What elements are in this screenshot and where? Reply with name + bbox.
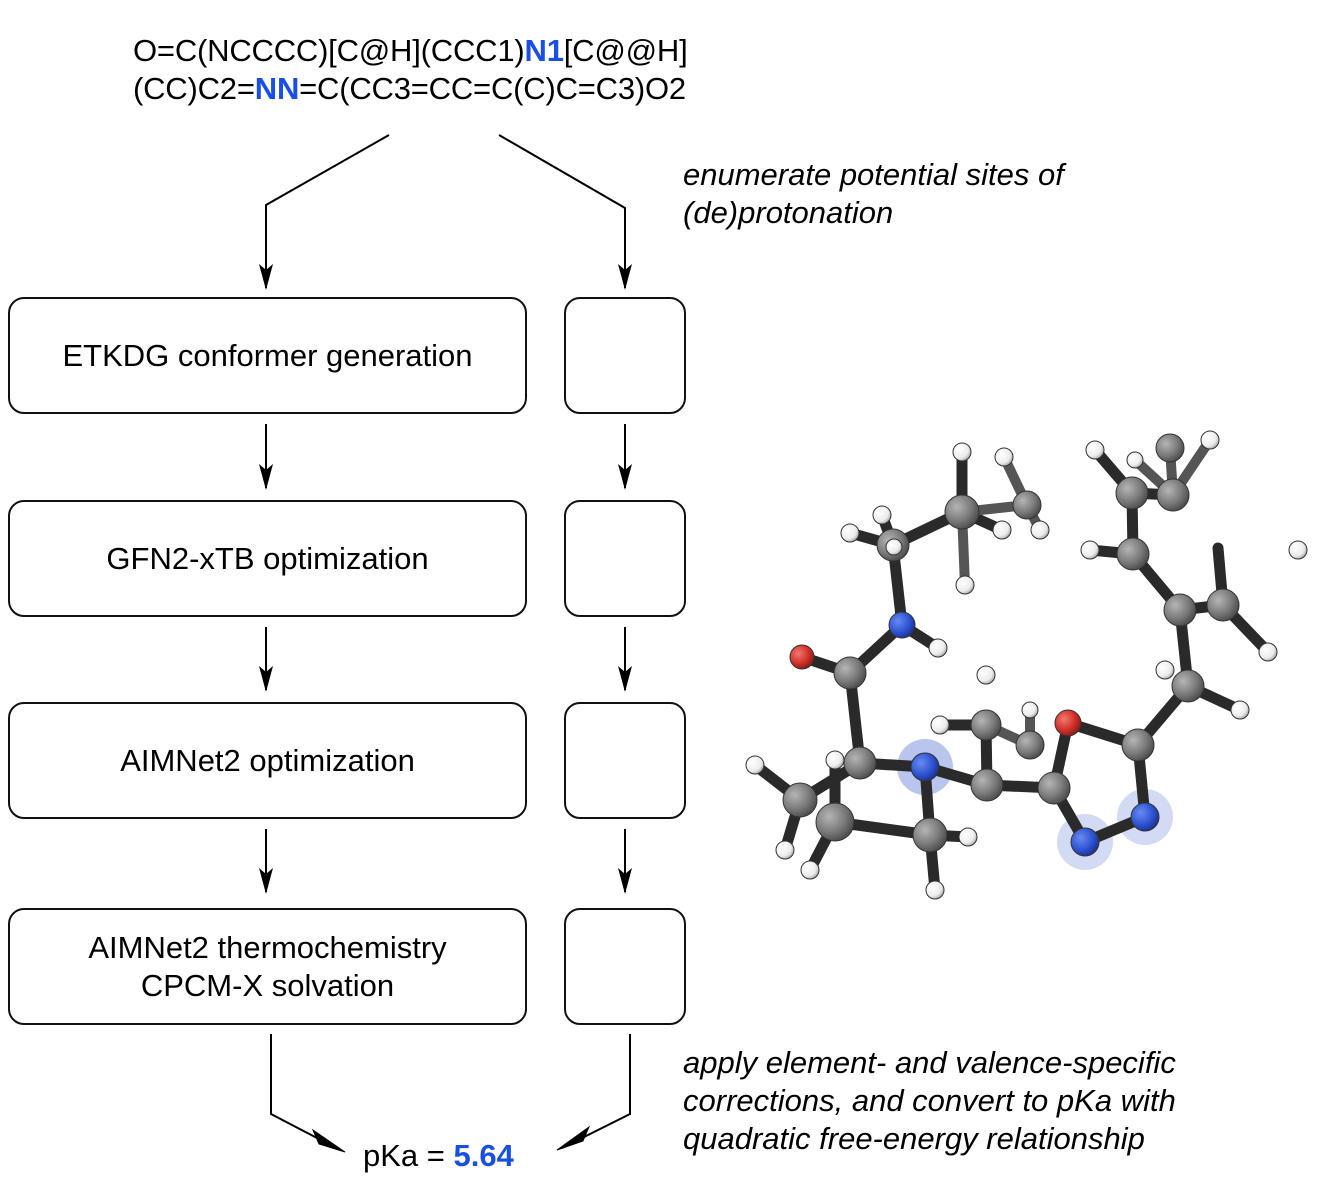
atom-carbon — [843, 746, 877, 780]
step-aimnet2-opt-box: AIMNet2 optimization — [8, 702, 527, 819]
atom-hydrogen — [1080, 540, 1100, 560]
atom-oxygen — [1054, 709, 1082, 737]
arrow-split-right — [498, 134, 626, 288]
atom-carbon — [912, 817, 948, 853]
atom-hydrogen — [1126, 451, 1144, 469]
atom-hydrogen — [1030, 520, 1050, 540]
atom-carbon — [815, 802, 855, 842]
atom-carbon — [1015, 730, 1045, 760]
atom-hydrogen — [928, 638, 948, 658]
atom-carbon — [1156, 478, 1190, 512]
atom-hydrogen — [976, 665, 996, 685]
arrow-merge-left — [270, 1034, 341, 1151]
smiles-line1-part: [C@@H] — [563, 33, 688, 68]
step-gfn2-box: GFN2-xTB optimization — [8, 500, 527, 617]
smiles-string: O=C(NCCCC)[C@H](CCC1)N1[C@@H] (CC)C2=NN=… — [133, 32, 688, 108]
atom-carbon — [1037, 771, 1071, 805]
molecule-3d-model — [745, 430, 1308, 900]
atom-hydrogen — [800, 860, 820, 880]
atom-carbon — [944, 494, 980, 530]
atom-hydrogen — [930, 715, 950, 735]
atom-hydrogen — [1288, 540, 1308, 560]
step-label: GFN2-xTB optimization — [106, 540, 429, 576]
atom-hydrogen — [825, 750, 845, 770]
atom-nitrogen — [1070, 827, 1100, 857]
side-step-box — [564, 297, 686, 414]
atom-nitrogen — [910, 752, 940, 782]
arrowhead — [259, 264, 273, 290]
annotation-corrections: apply element- and valence-specific corr… — [683, 1045, 1176, 1156]
atom-hydrogen — [1230, 700, 1250, 720]
step-label: AIMNet2 optimization — [120, 742, 415, 778]
step-etkdg-box: ETKDG conformer generation — [8, 297, 527, 414]
atom-hydrogen — [994, 447, 1014, 467]
atom-hydrogen — [1258, 642, 1278, 662]
atom-carbon — [1116, 537, 1150, 571]
step-label-line2: CPCM-X solvation — [140, 967, 395, 1003]
pka-value: 5.64 — [453, 1138, 514, 1173]
atoms — [745, 430, 1308, 900]
atom-carbon — [782, 782, 818, 818]
atom-hydrogen — [952, 442, 972, 462]
pka-result: pKa = 5.64 — [363, 1137, 514, 1175]
smiles-line2-part: (CC)C2= — [133, 71, 255, 106]
atom-oxygen — [789, 644, 815, 670]
atom-carbon — [1163, 593, 1197, 627]
atom-carbon — [1115, 476, 1149, 510]
atom-hydrogen — [775, 840, 795, 860]
pka-label: pKa = — [363, 1138, 454, 1173]
annotation-enumerate-sites: enumerate potential sites of (de)protona… — [683, 157, 1064, 230]
atom-carbon — [1171, 669, 1205, 703]
atom-carbon — [1012, 490, 1042, 520]
atom-carbon — [1121, 728, 1155, 762]
atom-hydrogen — [872, 505, 892, 525]
side-step-box — [564, 702, 686, 819]
atom-carbon — [833, 656, 867, 690]
step-label: ETKDG conformer generation — [62, 337, 473, 373]
atom-hydrogen — [925, 880, 945, 900]
atom-hydrogen — [885, 538, 903, 556]
atom-hydrogen — [992, 520, 1012, 540]
atom-hydrogen — [745, 755, 765, 775]
atom-nitrogen — [888, 611, 916, 639]
arrow-split-left — [265, 134, 390, 288]
smiles-line2-part: =C(CC3=CC=C(C)C=C3)O2 — [299, 71, 686, 106]
atom-hydrogen — [1200, 430, 1220, 450]
side-step-box — [564, 908, 686, 1025]
smiles-highlight-n1: N1 — [524, 33, 564, 68]
atom-hydrogen — [840, 523, 860, 543]
atom-hydrogen — [1085, 440, 1105, 460]
atom-carbon — [970, 709, 1002, 741]
atom-nitrogen — [1130, 802, 1160, 832]
side-step-box — [564, 500, 686, 617]
atom-hydrogen — [1155, 660, 1175, 680]
smiles-line1-part: O=C(NCCCC)[C@H](CCC1) — [133, 33, 525, 68]
atom-carbon — [1155, 433, 1185, 463]
atom-hydrogen — [1021, 701, 1039, 719]
smiles-highlight-nn: NN — [254, 71, 300, 106]
atom-hydrogen — [958, 827, 978, 847]
atom-carbon — [970, 768, 1004, 802]
step-label-line1: AIMNet2 thermochemistry — [88, 929, 447, 965]
atom-hydrogen — [955, 575, 975, 595]
arrow-merge-right — [561, 1034, 631, 1149]
atom-carbon — [1206, 588, 1240, 622]
arrowhead — [618, 264, 632, 290]
